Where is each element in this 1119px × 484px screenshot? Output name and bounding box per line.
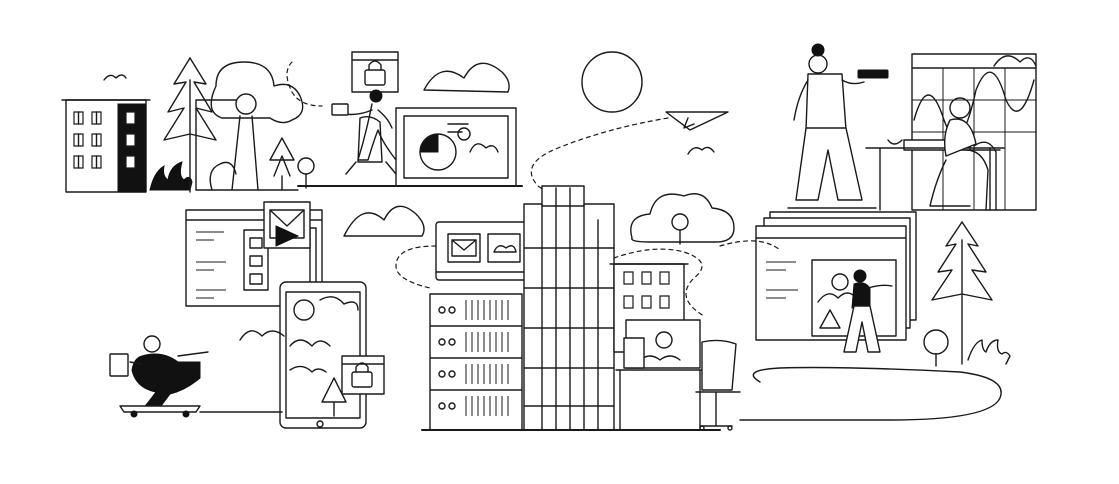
office-scene-icon <box>866 54 1036 210</box>
park-scene-icon <box>196 62 314 190</box>
apartment-building-icon <box>62 100 150 192</box>
browser-window-stack-icon <box>756 212 916 340</box>
tablet-icon <box>280 282 366 428</box>
sun-icon <box>582 52 642 112</box>
hills-icon <box>344 206 424 236</box>
video-message-icon <box>264 202 310 248</box>
laptop-dashboard-icon <box>298 108 522 186</box>
connection-path-dashed <box>614 249 704 316</box>
lock-icon <box>342 356 384 394</box>
connection-path-dashed <box>720 241 780 250</box>
standing-person-icon <box>788 44 888 208</box>
cloud-search-icon <box>631 194 734 244</box>
pine-tree-icon <box>164 58 216 192</box>
server-rack-icon <box>430 294 522 430</box>
bird-icon <box>688 147 714 154</box>
bush-icon <box>150 162 192 190</box>
ground-path <box>740 368 1001 421</box>
standing-person-icon <box>844 270 892 352</box>
data-columns-icon <box>422 186 720 430</box>
email-cloud-monitor-icon <box>436 222 532 280</box>
hills-icon <box>424 63 509 92</box>
skateboarder-icon <box>110 336 208 417</box>
lock-icon <box>352 52 398 92</box>
bird-icon <box>104 75 126 80</box>
flight-path-dashed <box>531 118 668 195</box>
pine-tree-icon <box>932 222 992 364</box>
flight-path-dashed <box>287 62 322 106</box>
paper-plane-icon <box>666 112 728 130</box>
hills-icon <box>240 331 284 340</box>
walking-person-icon <box>332 90 396 174</box>
desk-workstation-icon <box>616 320 740 430</box>
bush-icon <box>924 330 1010 366</box>
connection-path-dashed <box>396 246 436 288</box>
